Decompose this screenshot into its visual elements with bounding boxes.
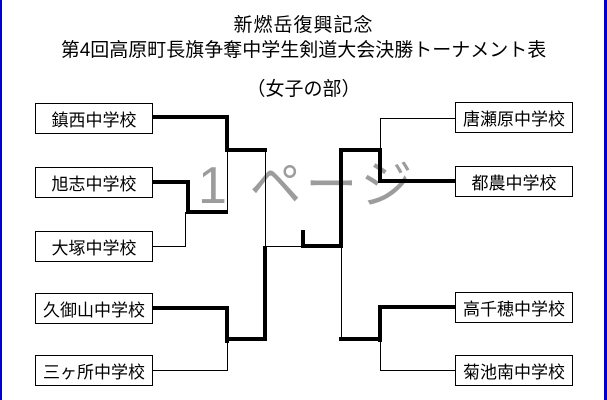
line-left4-out-thick [153, 306, 229, 310]
right-border-line [604, 0, 607, 400]
title-tournament: 第4回高原町長旗争奪中学生剣道大会決勝トーナメント表 [60, 40, 547, 61]
team-name: 大塚中学校 [51, 239, 137, 258]
line-champion-stub-thick [301, 230, 305, 248]
team-name: 旭志中学校 [51, 175, 137, 194]
line-right-qf3-vert-thin [380, 118, 381, 151]
team-box-right-3: 高千穂中学校 [455, 292, 573, 323]
line-left-qf2-vert-thin [227, 341, 228, 371]
team-box-right-2: 都農中学校 [455, 166, 573, 197]
team-name: 唐瀬原中学校 [463, 110, 565, 129]
line-left-sf-vert-thin [265, 150, 266, 246]
team-box-left-5: 三ヶ所中学校 [35, 355, 153, 386]
line-right3-out-thick [378, 305, 455, 309]
line-left-qf1-vert-thick [186, 180, 190, 214]
line-left-sf-vert-thick [263, 246, 267, 341]
line-left5-out-thin [153, 370, 228, 371]
line-right-qf3-vert-thick [378, 148, 382, 183]
line-left-qf2-winner-thick [225, 337, 267, 341]
title-memorial: 新燃岳復興記念 [233, 15, 374, 36]
team-name: 菊池南中学校 [463, 363, 565, 382]
team-box-right-1: 唐瀬原中学校 [455, 102, 573, 133]
line-left-qf1-winner-thick [186, 210, 228, 214]
line-left2-out-thick [153, 180, 190, 184]
line-left3-out-thin [153, 246, 186, 247]
team-name: 都農中学校 [471, 174, 557, 193]
line-right-qf4-vert-thin [380, 341, 381, 371]
line-right-sf-vert-thin [341, 248, 342, 340]
team-name: 三ヶ所中学校 [43, 363, 145, 382]
line-final-right-thick [301, 244, 343, 248]
team-name: 鎮西中学校 [51, 111, 137, 130]
line-right4-out-thin [380, 370, 455, 371]
line-left-qf1-vert-thin [185, 212, 186, 247]
line-final-left-thin [265, 246, 303, 247]
team-box-left-1: 鎮西中学校 [35, 103, 153, 134]
line-right-qf3-winner-thick [339, 148, 382, 152]
line-left-semi1-vert-thin [227, 152, 228, 214]
line-left-qf2-vert-thick [225, 306, 229, 343]
line-right-qf4-winner-thick [339, 337, 382, 341]
line-right2-out-thick [378, 179, 455, 183]
team-name: 高千穂中学校 [463, 300, 565, 319]
team-box-left-2: 旭志中学校 [35, 167, 153, 198]
team-box-right-4: 菊池南中学校 [455, 355, 573, 386]
line-right-qf4-vert-thick [378, 305, 382, 342]
line-left-semi1-vert-thick [225, 115, 229, 152]
left-border-line [0, 0, 2, 400]
page-number-watermark: 1 ページ [198, 157, 417, 215]
team-box-left-3: 大塚中学校 [35, 231, 153, 262]
line-left-semi1-winner-thick [225, 148, 267, 152]
line-right-sf-vert-thick [339, 148, 343, 248]
line-right1-out-thin [380, 118, 455, 119]
title-division: （女子の部） [246, 79, 361, 100]
team-name: 久御山中学校 [43, 301, 145, 320]
team-box-left-4: 久御山中学校 [35, 293, 153, 324]
line-left1-out-thick [153, 115, 229, 119]
